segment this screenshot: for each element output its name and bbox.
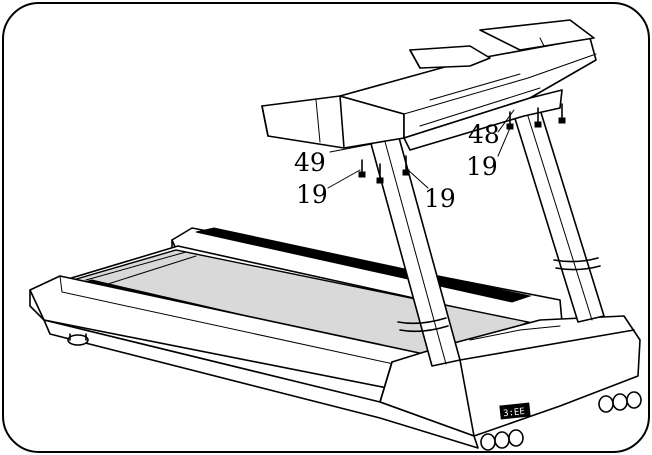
hood-display: 3:EE [499,402,531,420]
rear-wheels-left [480,429,524,451]
leveling-foot [67,333,89,346]
hood-display-readout: 3:EE [503,407,526,419]
leader-lines [327,109,515,189]
callout-19-right: 19 [466,152,498,181]
callout-48: 48 [468,120,500,149]
rail-pad-far [195,227,532,303]
callout-49: 49 [294,148,326,177]
bolts-right [506,103,566,130]
base-skirt [43,319,479,449]
handlebar-console [261,19,597,151]
bolts-left [358,155,410,184]
callout-19-left: 19 [296,180,328,209]
rear-wheels-right [598,391,642,413]
callout-19-center: 19 [424,184,456,213]
